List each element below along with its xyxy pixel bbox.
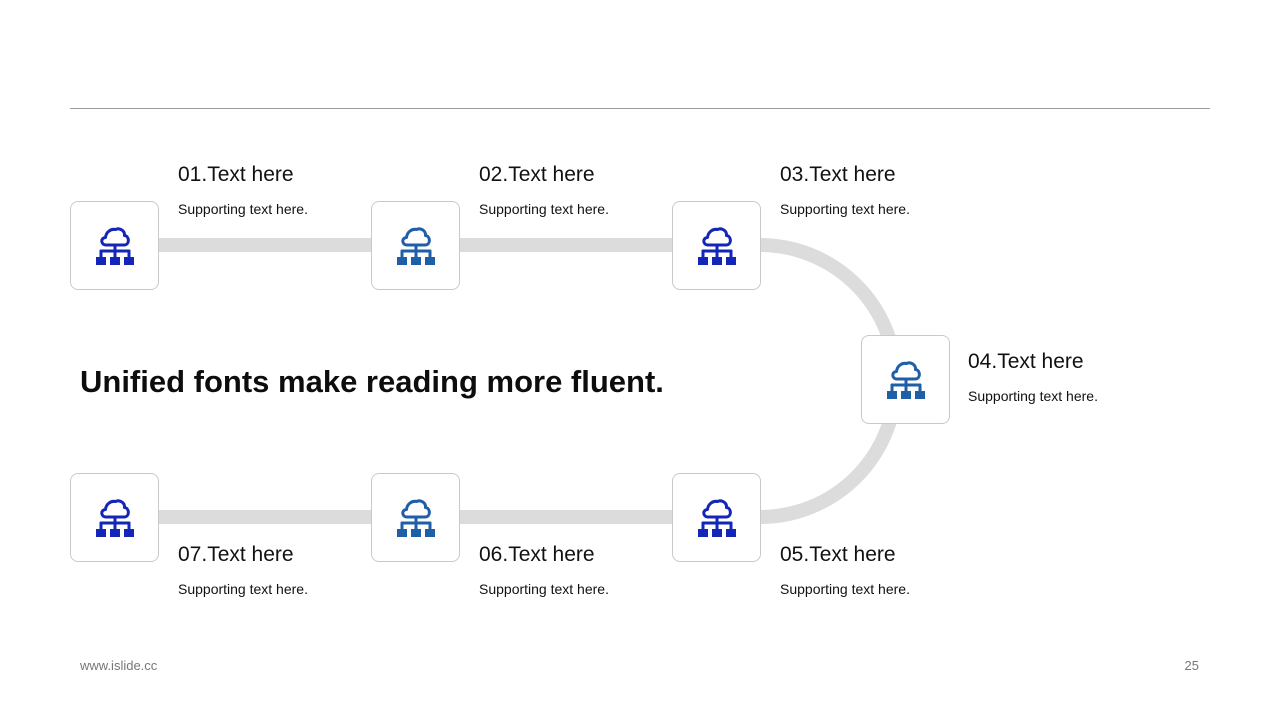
step-title: 01.Text here bbox=[178, 163, 294, 186]
cloud-network-icon bbox=[883, 357, 929, 403]
step-05-label: 05.Text here Supporting text here. bbox=[780, 543, 910, 598]
step-01-node bbox=[70, 201, 159, 290]
step-02-label: 02.Text here Supporting text here. bbox=[479, 163, 609, 218]
top-divider bbox=[70, 108, 1210, 109]
step-title: 04.Text here bbox=[968, 350, 1084, 373]
footer-url[interactable]: www.islide.cc bbox=[80, 658, 158, 673]
step-03-node bbox=[672, 201, 761, 290]
step-title: 03.Text here bbox=[780, 163, 896, 186]
step-description: Supporting text here. bbox=[780, 201, 910, 217]
step-description: Supporting text here. bbox=[968, 388, 1098, 404]
page-number: 25 bbox=[1184, 658, 1199, 673]
cloud-network-icon bbox=[92, 495, 138, 541]
step-01-label: 01.Text here Supporting text here. bbox=[178, 163, 308, 218]
cloud-network-icon bbox=[393, 223, 439, 269]
step-07-label: 07.Text here Supporting text here. bbox=[178, 543, 308, 598]
headline: Unified fonts make reading more fluent. bbox=[80, 364, 664, 399]
step-04-node bbox=[861, 335, 950, 424]
step-02-node bbox=[371, 201, 460, 290]
step-title: 05.Text here bbox=[780, 543, 896, 566]
step-title: 07.Text here bbox=[178, 543, 294, 566]
step-06-node bbox=[371, 473, 460, 562]
cloud-network-icon bbox=[694, 223, 740, 269]
step-title: 06.Text here bbox=[479, 543, 595, 566]
step-description: Supporting text here. bbox=[178, 581, 308, 597]
step-description: Supporting text here. bbox=[479, 201, 609, 217]
step-03-label: 03.Text here Supporting text here. bbox=[780, 163, 910, 218]
step-07-node bbox=[70, 473, 159, 562]
step-description: Supporting text here. bbox=[780, 581, 910, 597]
step-title: 02.Text here bbox=[479, 163, 595, 186]
step-description: Supporting text here. bbox=[479, 581, 609, 597]
cloud-network-icon bbox=[92, 223, 138, 269]
cloud-network-icon bbox=[393, 495, 439, 541]
step-04-label: 04.Text here Supporting text here. bbox=[968, 350, 1098, 405]
cloud-network-icon bbox=[694, 495, 740, 541]
step-06-label: 06.Text here Supporting text here. bbox=[479, 543, 609, 598]
step-description: Supporting text here. bbox=[178, 201, 308, 217]
step-05-node bbox=[672, 473, 761, 562]
